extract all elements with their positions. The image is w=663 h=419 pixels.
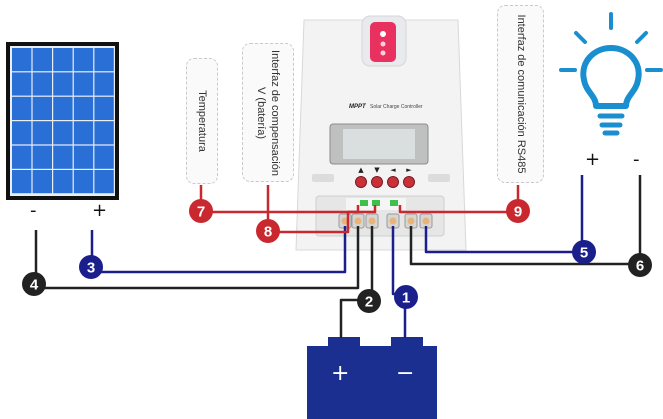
controller-terminals	[338, 213, 433, 229]
marker-2-label: 2	[365, 294, 373, 311]
panel-cell	[12, 145, 32, 169]
terminal-screw	[354, 217, 362, 225]
controller-button[interactable]	[355, 176, 367, 188]
terminal-screw	[368, 217, 376, 225]
button-arrow-label: ▼	[374, 166, 380, 174]
panel-cell	[94, 48, 114, 72]
light-bulb-icon	[559, 12, 663, 136]
button-arrow-label: ▲	[358, 166, 364, 174]
panel-cell	[32, 96, 52, 120]
panel-cell	[73, 145, 94, 169]
button-arrow-label: ►	[406, 166, 412, 174]
rs485-label: Interfaz de comunicación RS485	[514, 14, 527, 174]
panel-cell	[73, 72, 94, 96]
number-markers: 1 2 3 4 5 6 7 8 9	[22, 199, 652, 313]
panel-cell	[32, 170, 52, 194]
button-arrow-label: ◄	[390, 166, 396, 174]
terminal-screw	[407, 217, 415, 225]
battery-negative-sign: −	[396, 361, 415, 386]
wire-panel-negative	[34, 226, 360, 290]
panel-cell	[12, 121, 32, 145]
marker-7-circle	[189, 199, 213, 223]
marker-3-label: 3	[87, 260, 95, 277]
marker-9-label: 9	[514, 204, 522, 221]
rs485-label-box: Interfaz de comunicación RS485	[497, 5, 544, 183]
panel-cell	[53, 48, 73, 72]
panel-cell	[12, 72, 32, 96]
controller-subtitle: Solar Charge Controller	[370, 104, 423, 110]
panel-cell	[73, 48, 94, 72]
wire-rs485	[398, 185, 520, 214]
panel-cell	[32, 72, 52, 96]
panel-positive-sign: +	[92, 200, 108, 221]
controller-brand: MPPT	[349, 104, 366, 110]
panel-cell	[12, 170, 32, 194]
marker-6-label: 6	[636, 258, 644, 275]
battery-positive-sign: +	[331, 361, 350, 386]
panel-cell	[53, 96, 73, 120]
controller-buttons: ▲ ▼ ◄ ►	[355, 166, 415, 188]
marker-5-label: 5	[580, 245, 588, 262]
controller-button[interactable]	[371, 176, 383, 188]
panel-cell	[32, 48, 52, 72]
panel-cell	[53, 145, 73, 169]
voltage-comp-label-box: Interfaz de compensación V (batería)	[242, 43, 294, 182]
temperature-label: Temperatura	[196, 90, 208, 152]
temperature-label-box: Temperatura	[186, 58, 218, 184]
panel-cell	[32, 145, 52, 169]
controller-button[interactable]	[403, 176, 415, 188]
marker-2-circle	[357, 289, 381, 313]
solar-panel-icon	[6, 42, 119, 200]
panel-cell	[94, 121, 114, 145]
panel-cell	[53, 121, 73, 145]
wire-battery-negative	[339, 226, 374, 338]
marker-1-label: 1	[402, 290, 410, 307]
marker-8-label: 8	[264, 224, 272, 241]
panel-cell	[12, 96, 32, 120]
marker-6-circle	[628, 253, 652, 277]
terminal-screw	[389, 217, 397, 225]
marker-4-circle	[22, 272, 46, 296]
marker-3-circle	[79, 255, 103, 279]
marker-5-circle	[572, 240, 596, 264]
panel-cell	[94, 145, 114, 169]
wire-load-negative	[409, 175, 642, 266]
wire-temp-sensor	[199, 185, 360, 214]
panel-cell	[53, 72, 73, 96]
controller-button[interactable]	[387, 176, 399, 188]
charge-controller	[295, 15, 467, 251]
panel-cell	[94, 96, 114, 120]
panel-cell	[73, 121, 94, 145]
panel-cell	[53, 170, 73, 194]
marker-9-circle	[506, 199, 530, 223]
voltage-comp-label: Interfaz de compensación V (batería)	[255, 49, 281, 176]
panel-cell	[94, 170, 114, 194]
terminal-screw	[422, 217, 430, 225]
panel-negative-sign: -	[30, 200, 37, 221]
battery-icon	[307, 337, 437, 419]
panel-cell	[73, 96, 94, 120]
panel-cell	[94, 72, 114, 96]
wire-load-positive	[424, 175, 584, 254]
marker-7-label: 7	[197, 204, 205, 221]
load-negative-sign: -	[633, 149, 640, 170]
panel-cell	[32, 121, 52, 145]
marker-8-circle	[256, 219, 280, 243]
marker-1-circle	[394, 285, 418, 309]
wire-panel-positive	[90, 226, 347, 274]
marker-4-label: 4	[30, 277, 39, 294]
load-positive-sign: +	[585, 149, 601, 170]
panel-cell	[73, 170, 94, 194]
panel-cell	[12, 48, 32, 72]
